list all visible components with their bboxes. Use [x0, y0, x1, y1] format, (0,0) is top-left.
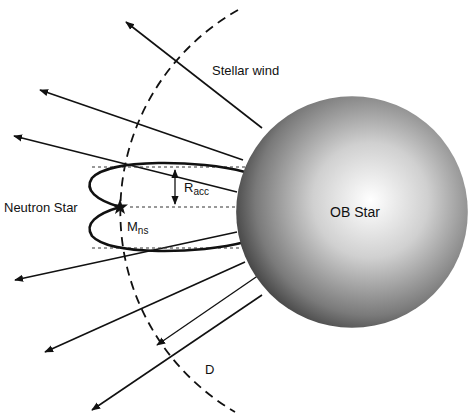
star-sphere: OB Star	[235, 95, 469, 329]
wind-label: Stellar wind	[212, 63, 279, 78]
accretion-flow	[90, 163, 245, 251]
neutron-star-symbol	[112, 199, 128, 214]
radius-label: Racc	[184, 180, 209, 196]
distance-label: D	[205, 362, 214, 377]
star-label: OB Star	[330, 204, 380, 220]
racc-arrow	[174, 170, 175, 204]
mass-label: Mns	[127, 219, 148, 235]
wind-arrows	[14, 22, 262, 410]
neutron-star-label: Neutron Star	[4, 200, 78, 215]
